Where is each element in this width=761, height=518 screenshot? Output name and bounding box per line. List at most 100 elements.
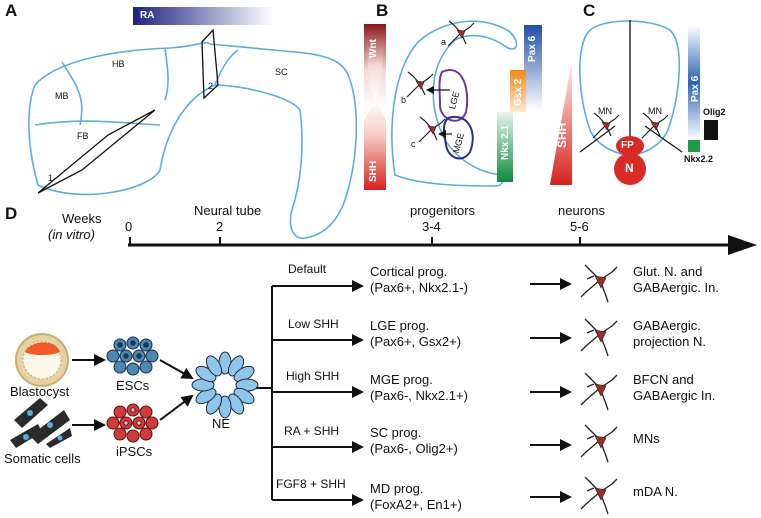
- escs-cluster: [106, 336, 159, 376]
- ra-gradient-bar: [133, 7, 273, 25]
- condition-ra-shh: RA + SHH: [284, 424, 340, 438]
- panel-a-section-planes: [37, 28, 219, 194]
- prog-cortical: Cortical prog.: [370, 264, 448, 279]
- condition-fgf8-shh: FGF8 + SHH: [276, 477, 346, 491]
- gsx2-bar: [510, 70, 526, 112]
- arrow-ipscs-ne: [159, 394, 194, 421]
- prog-lge-markers: (Pax6+, Gsx2+): [370, 334, 462, 349]
- output-gaba-projection-2: projection N.: [633, 334, 706, 349]
- shh-left-label: SHH: [368, 160, 379, 182]
- blastocyst-illustration: [15, 333, 69, 387]
- neuron-c-label: c: [411, 139, 416, 149]
- output-bfcn: BFCN and: [633, 372, 694, 387]
- ipscs-cluster: [106, 403, 159, 443]
- stage-progenitors: progenitors: [410, 203, 476, 218]
- pax6-bar-c: [688, 25, 700, 140]
- region-sc: SC: [275, 67, 288, 77]
- stage-neural-tube: Neural tube: [194, 203, 262, 218]
- nkx21-label: Nkx 2.1: [500, 124, 511, 160]
- branch-tree: [256, 280, 364, 506]
- output-mda: mDA N.: [633, 484, 678, 499]
- week-5-6: 5-6: [570, 219, 589, 234]
- output-neuron-3: [580, 372, 618, 411]
- escs-label: ESCs: [116, 378, 150, 393]
- prog-cortical-markers: (Pax6+, Nkx2.1-): [370, 280, 468, 295]
- pax6-c-label: Pax 6: [690, 75, 701, 102]
- timeline-arrowhead: [728, 235, 757, 255]
- weeks-label: Weeks: [62, 211, 102, 226]
- panel-label-a: A: [5, 1, 18, 20]
- in-vitro-label: (in vitro): [48, 227, 95, 242]
- panel-label-c: C: [583, 1, 596, 20]
- ipscs-label: iPSCs: [116, 444, 153, 459]
- prog-md: MD prog.: [370, 481, 424, 496]
- panel-label-b: B: [376, 1, 389, 20]
- ne-rosette: [191, 351, 259, 419]
- somatic-cells-illustration: [10, 398, 72, 448]
- prog-lge: LGE prog.: [370, 318, 430, 333]
- telencephalon-outline: [391, 20, 518, 187]
- prog-sc: SC prog.: [370, 425, 422, 440]
- output-gaba-projection: GABAergic.: [633, 318, 701, 333]
- shh-left-gradient: [364, 100, 386, 190]
- output-glut: Glut. N. and: [633, 264, 703, 279]
- notochord: [614, 153, 646, 185]
- n-label: N: [625, 161, 634, 175]
- week-2: 2: [216, 219, 224, 234]
- wnt-label: Wnt: [368, 39, 379, 58]
- region-hb: HB: [112, 59, 125, 69]
- mn-right-label: MN: [648, 106, 662, 116]
- nkx22-bar: [688, 140, 700, 152]
- neuron-a-label: a: [441, 37, 447, 47]
- week-3-4: 3-4: [422, 219, 441, 234]
- olig2-label: Olig2: [703, 107, 726, 117]
- pax6-b-label: Pax 6: [527, 35, 538, 62]
- condition-high-shh: High SHH: [286, 369, 340, 383]
- output-neuron-4: [580, 424, 618, 463]
- nkx21-bar: [497, 112, 513, 182]
- region-fb: FB: [77, 131, 89, 141]
- pax6-bar-b: [524, 25, 542, 110]
- shh-right-gradient-fill: [550, 60, 572, 185]
- floor-plate: [616, 136, 644, 156]
- spinal-cord-outline: [579, 20, 681, 156]
- ra-label: RA: [140, 10, 155, 21]
- somatic-cells-label: Somatic cells: [4, 451, 81, 466]
- prog-sc-markers: (Pax6-, Olig2+): [370, 441, 458, 456]
- output-neuron-2: [580, 318, 618, 357]
- arrow-escs-ne: [159, 359, 194, 379]
- output-bfcn-2: GABAergic In.: [633, 388, 716, 403]
- ne-label: NE: [212, 416, 231, 431]
- olig2-bar: [704, 120, 718, 140]
- section-2-label: 2: [208, 81, 214, 91]
- nkx22-label: Nkx2.2: [684, 154, 714, 164]
- neuron-b: [406, 71, 434, 98]
- lge-mge-eminences: [438, 69, 474, 160]
- output-neuron-5: [580, 476, 618, 515]
- neuron-a: [447, 20, 475, 47]
- neuron-b-label: b: [401, 95, 407, 105]
- prog-md-markers: (FoxA2+, En1+): [370, 497, 462, 512]
- prog-mge: MGE prog.: [370, 372, 433, 387]
- condition-default: Default: [288, 262, 327, 276]
- ventral-root-right: [644, 125, 683, 153]
- section-1-label: 1: [48, 173, 54, 183]
- output-mns: MNs: [633, 431, 660, 446]
- shh-right-label: SHH: [555, 122, 569, 148]
- mn-left-label: MN: [598, 106, 612, 116]
- stage-neurons: neurons: [558, 203, 605, 218]
- wnt-taper: [364, 24, 386, 100]
- panel-label-d: D: [5, 204, 18, 223]
- ventral-root-left: [579, 125, 616, 153]
- blastocyst-label: Blastocyst: [10, 384, 70, 399]
- gsx2-label: Gsx 2: [513, 78, 524, 106]
- prog-to-neuron-arrows: [530, 278, 572, 503]
- output-glut-2: GABAergic. In.: [633, 280, 719, 295]
- condition-low-shh: Low SHH: [288, 317, 339, 331]
- week-0: 0: [125, 219, 133, 234]
- output-neuron-1: [580, 264, 618, 303]
- region-mb: MB: [55, 91, 69, 101]
- prog-mge-markers: (Pax6-, Nkx2.1+): [370, 388, 468, 403]
- fp-label: FP: [621, 140, 634, 151]
